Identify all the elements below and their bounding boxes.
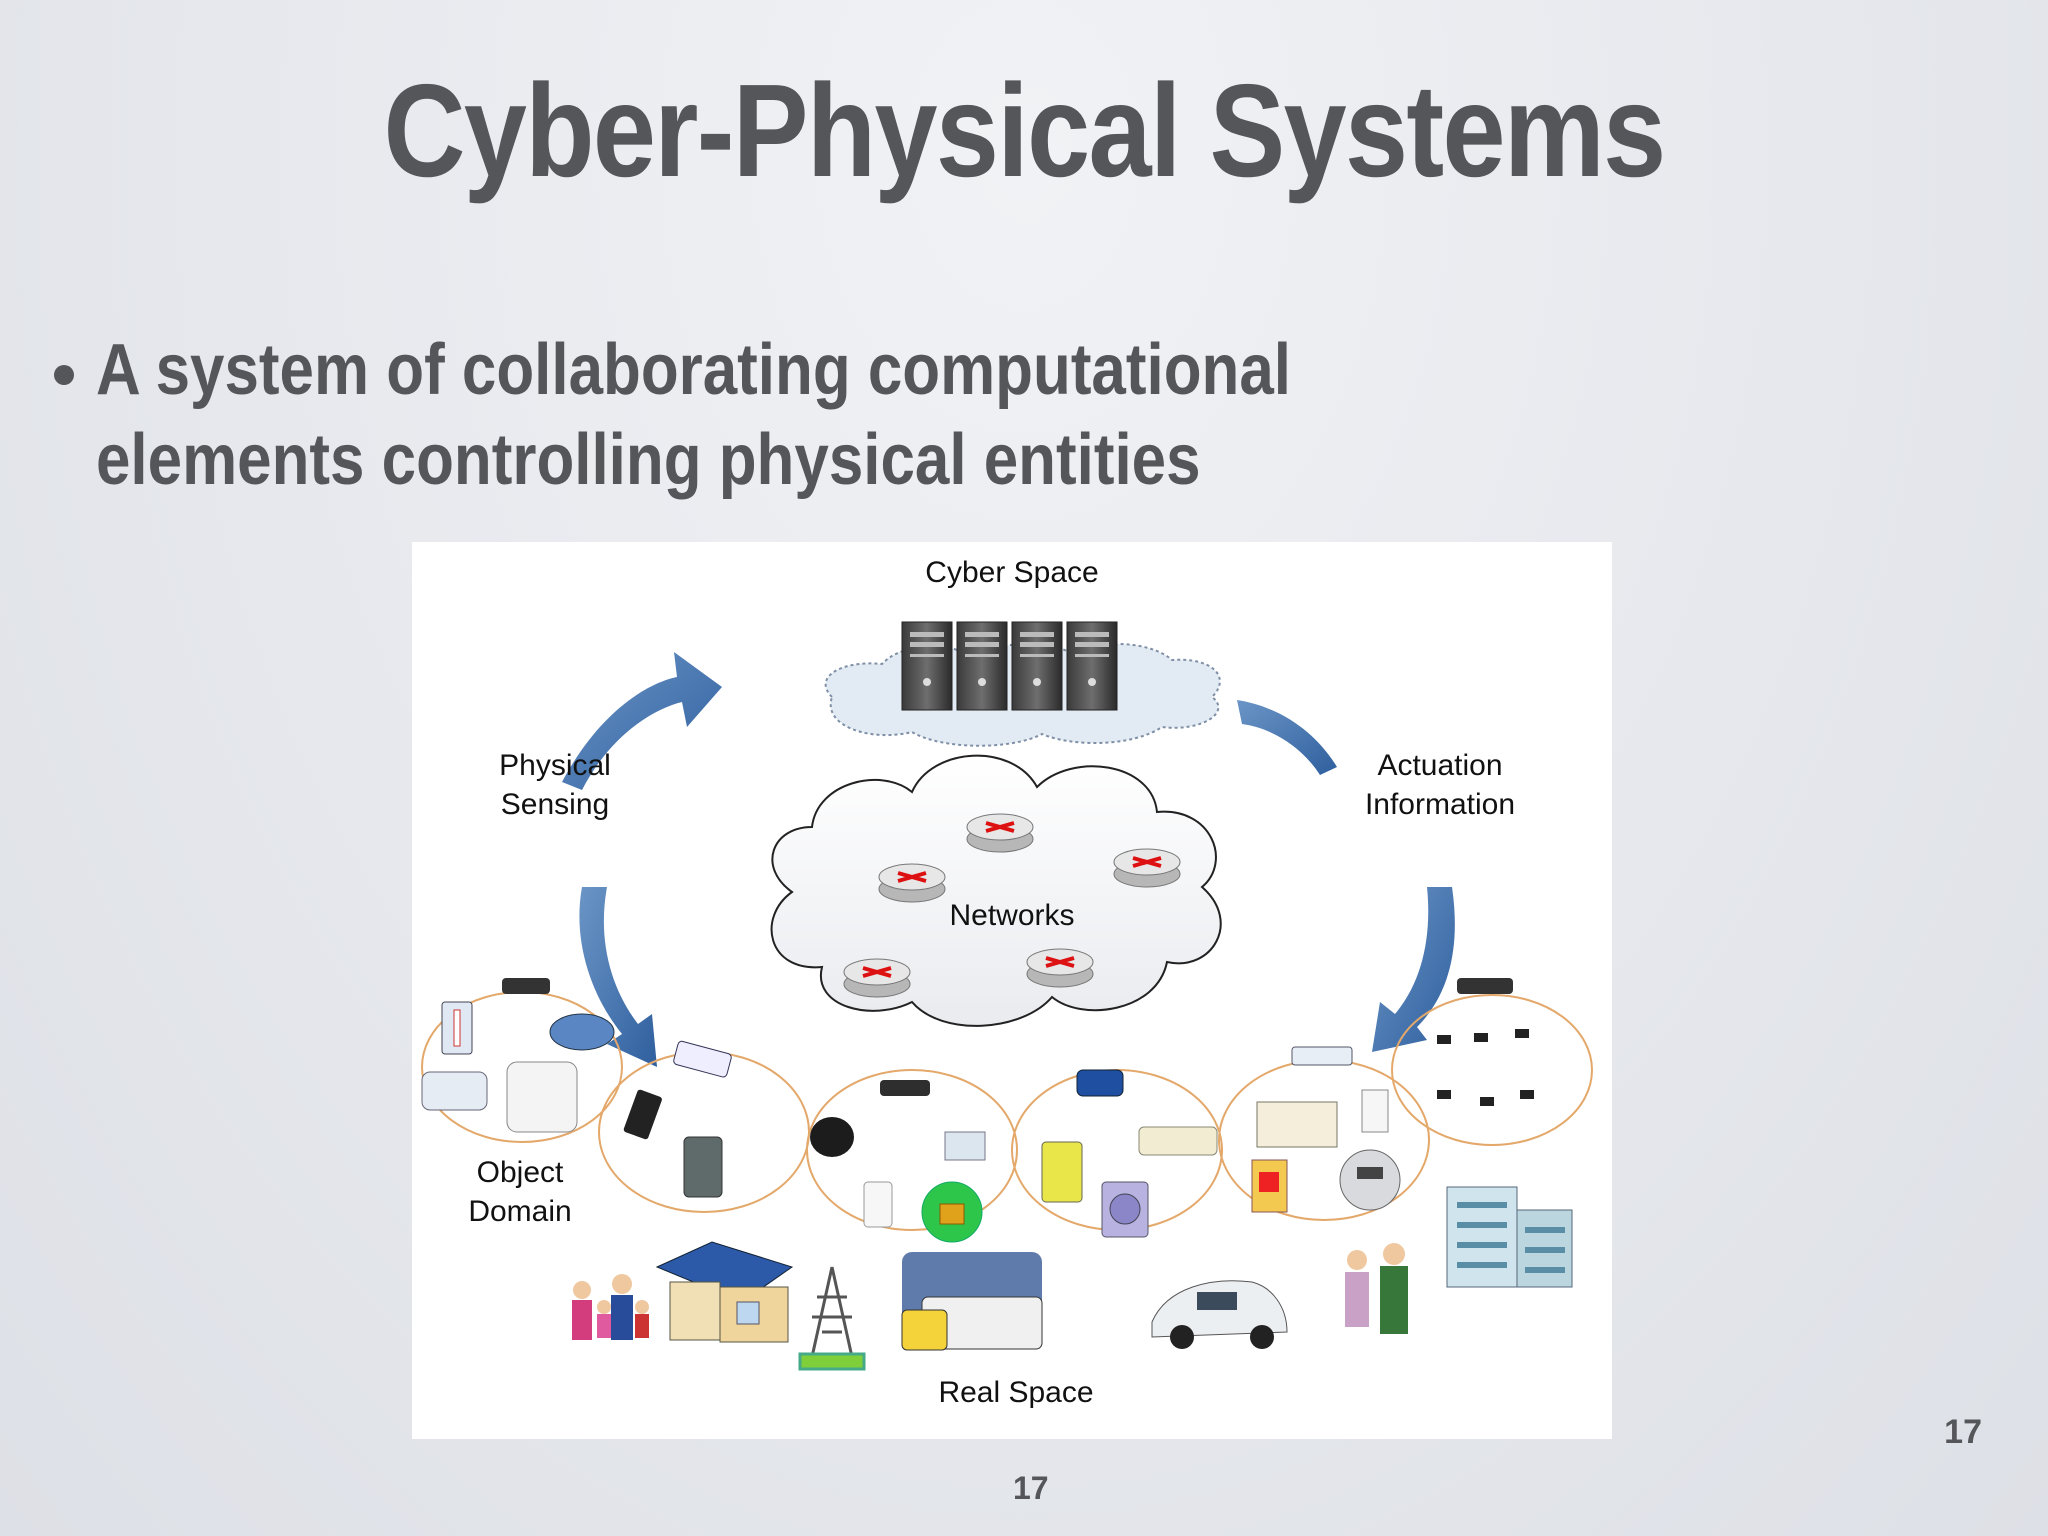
power-tower-icon <box>798 1266 866 1371</box>
object-domain-label-line2: Domain <box>468 1195 571 1228</box>
cyber-space-label: Cyber Space <box>925 556 1098 589</box>
bullet-dot-icon <box>54 365 74 385</box>
networks-cloud <box>770 754 1222 1027</box>
cps-diagram: Cyber Space Physical Sensing Actuation I… <box>412 542 1612 1439</box>
physical-sensing-arrow <box>562 652 722 1067</box>
family-icon <box>572 1274 649 1340</box>
object-domain-label-line1: Object <box>477 1156 564 1189</box>
actuation-arrow <box>1237 700 1455 1052</box>
transport-icon <box>901 1252 1043 1351</box>
networks-label: Networks <box>949 899 1074 932</box>
page-number-right: 17 <box>1944 1413 1982 1451</box>
bullet-text: A system of collaborating computational … <box>96 330 1291 500</box>
solar-house-icon <box>655 1241 794 1343</box>
server-icon <box>901 621 1118 711</box>
real-space-icons <box>572 1186 1573 1371</box>
physical-sensing-label-line1: Physical <box>499 749 611 782</box>
slide-title: Cyber-Physical Systems <box>383 57 1667 204</box>
electric-car-icon <box>1151 1280 1288 1349</box>
page-number-bottom: 17 <box>1013 1470 1049 1506</box>
actuation-label-line2: Information <box>1365 788 1515 821</box>
real-space-label: Real Space <box>938 1376 1093 1409</box>
physical-sensing-label-line2: Sensing <box>501 788 609 821</box>
office-building-icon <box>1446 1186 1573 1288</box>
actuation-label-line1: Actuation <box>1377 749 1502 782</box>
router-icon <box>843 813 1181 998</box>
elderly-couple-icon <box>1345 1243 1408 1334</box>
sensor-devices-icons <box>421 978 1534 1243</box>
